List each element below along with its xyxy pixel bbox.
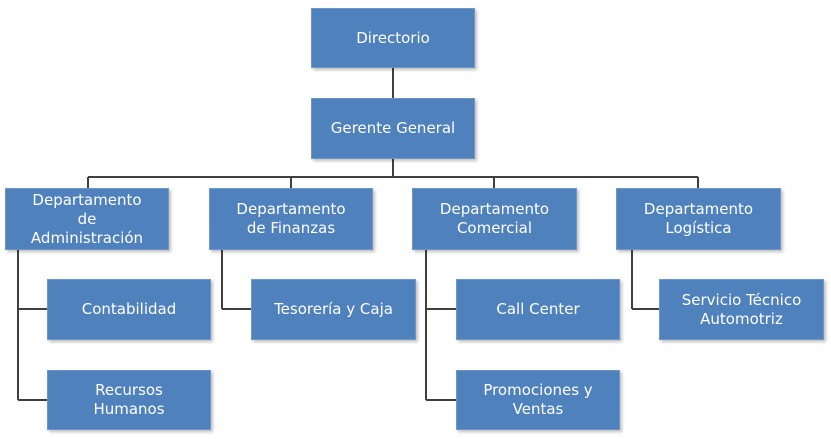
box-departamento-comercial: Departamento Comercial [412,188,577,250]
box-recursos-humanos: Recursos Humanos [47,370,211,430]
box-departamento-finanzas: Departamento de Finanzas [209,188,373,250]
box-servicio-tecnico-automotriz: Servicio Técnico Automotriz [659,279,824,340]
box-call-center: Call Center [456,279,620,340]
box-promociones-ventas: Promociones y Ventas [456,370,620,430]
box-departamento-administracion: Departamento de Administración [5,188,169,250]
box-gerente-general: Gerente General [311,98,475,159]
box-contabilidad: Contabilidad [47,279,211,340]
box-departamento-logistica: Departamento Logística [616,188,781,250]
box-directorio: Directorio [311,8,475,68]
box-tesoreria-caja: Tesorería y Caja [251,279,416,340]
